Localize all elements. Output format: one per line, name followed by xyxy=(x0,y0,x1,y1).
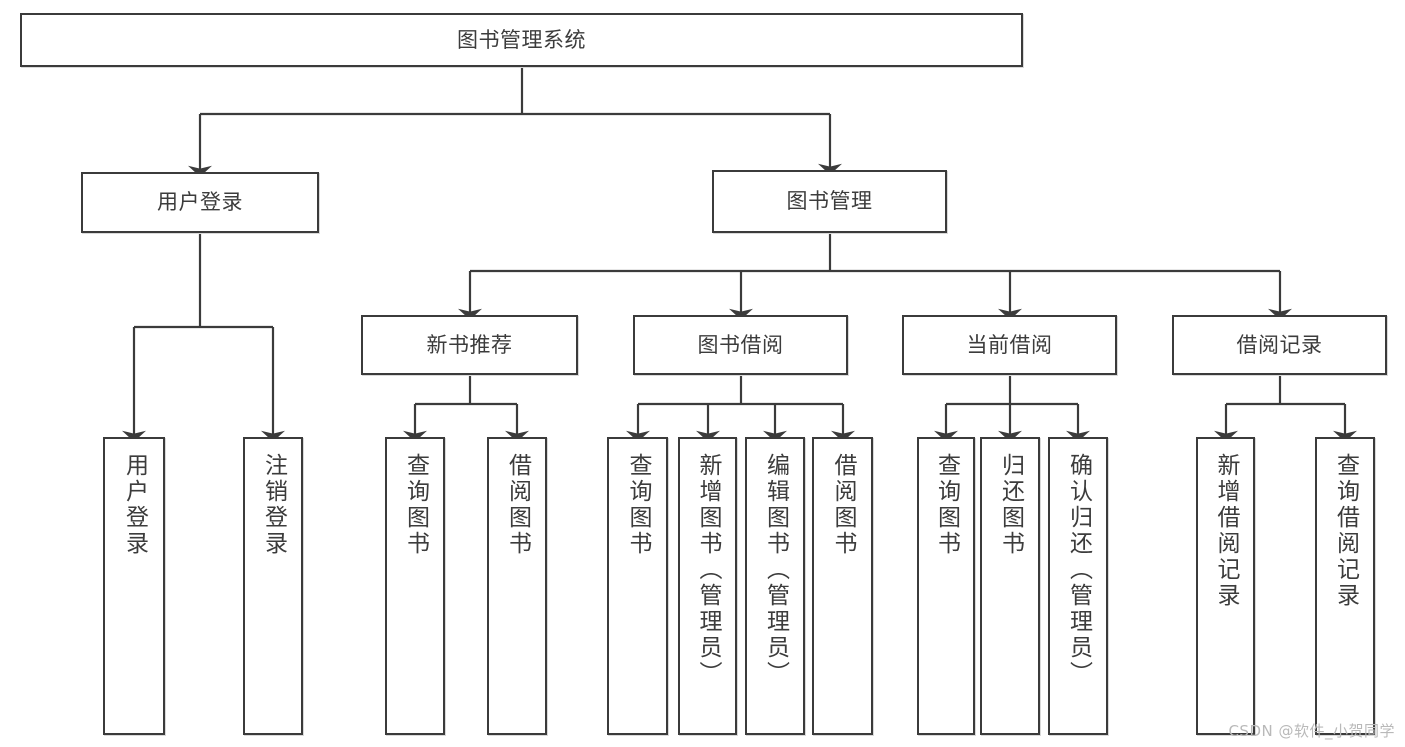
node-label: 图书借阅 xyxy=(697,332,784,357)
node-label: 用户登录 xyxy=(121,453,148,557)
node-leaf-bo-q: 查询图书 xyxy=(607,437,668,735)
node-label: 查询借阅记录 xyxy=(1332,453,1359,609)
node-label: 图书管理系统 xyxy=(457,27,586,52)
node-label: 查询图书 xyxy=(402,453,429,557)
node-label: 借阅图书 xyxy=(504,453,531,557)
node-root: 图书管理系统 xyxy=(20,13,1023,67)
node-label: 图书管理 xyxy=(786,189,873,214)
node-label: 新书推荐 xyxy=(426,332,513,357)
csdn-watermark: CSDN @软件_小贺同学 xyxy=(1228,722,1395,740)
node-newbook: 新书推荐 xyxy=(361,315,578,375)
node-label: 新增借阅记录 xyxy=(1213,453,1239,609)
node-label: 注销登录 xyxy=(260,453,287,557)
node-label: 查询图书 xyxy=(933,453,960,557)
node-leaf-rc-q: 查询借阅记录 xyxy=(1315,437,1375,735)
node-leaf-bo-ed: 编辑图书（管理员） xyxy=(745,437,805,735)
node-leaf-bo-br: 借阅图书 xyxy=(812,437,873,735)
node-leaf-cu-q: 查询图书 xyxy=(917,437,975,735)
node-borrow: 图书借阅 xyxy=(633,315,848,375)
node-leaf-login: 用户登录 xyxy=(103,437,165,735)
node-label: 编辑图书（管理员） xyxy=(762,453,789,687)
node-label: 借阅记录 xyxy=(1236,332,1323,357)
node-bookmgmt: 图书管理 xyxy=(712,170,947,233)
node-records: 借阅记录 xyxy=(1172,315,1387,375)
node-leaf-rc-add: 新增借阅记录 xyxy=(1196,437,1255,735)
node-login: 用户登录 xyxy=(81,172,319,233)
node-current: 当前借阅 xyxy=(902,315,1117,375)
node-label: 新增图书（管理员） xyxy=(695,453,721,687)
node-label: 当前借阅 xyxy=(966,332,1053,357)
node-label: 用户登录 xyxy=(157,190,243,215)
node-leaf-bo-add: 新增图书（管理员） xyxy=(678,437,737,735)
node-leaf-nb-q: 查询图书 xyxy=(385,437,445,735)
node-label: 借阅图书 xyxy=(830,453,856,557)
node-leaf-cu-cf: 确认归还（管理员） xyxy=(1048,437,1108,735)
node-leaf-cu-rt: 归还图书 xyxy=(980,437,1040,735)
node-leaf-logout: 注销登录 xyxy=(243,437,303,735)
node-label: 归还图书 xyxy=(997,453,1024,557)
node-label: 查询图书 xyxy=(625,453,651,557)
node-label: 确认归还（管理员） xyxy=(1065,453,1092,687)
node-leaf-nb-b: 借阅图书 xyxy=(487,437,547,735)
